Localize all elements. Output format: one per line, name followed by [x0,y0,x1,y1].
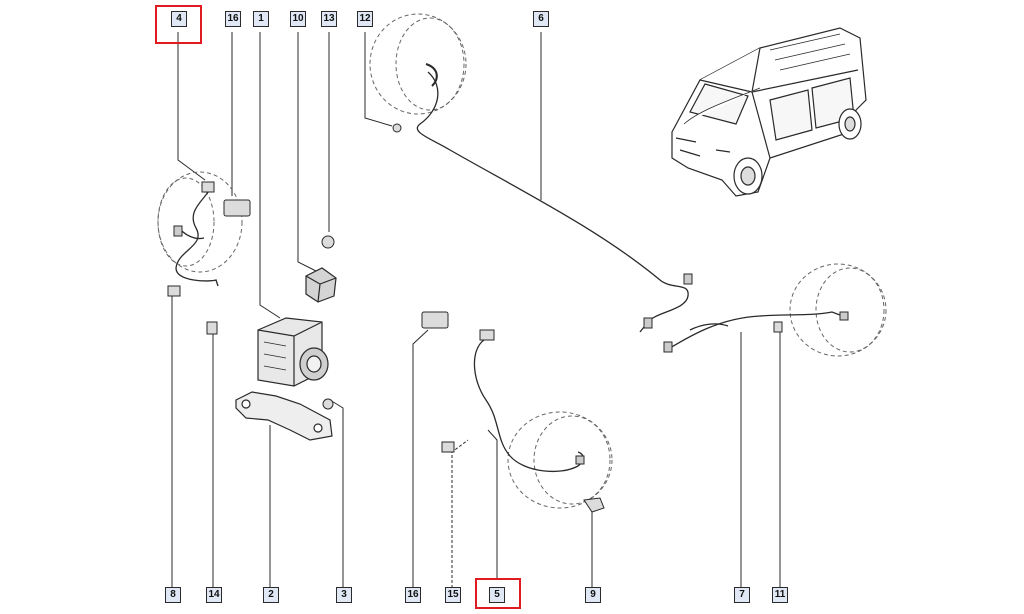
bracket-9 [583,497,605,513]
connector-4 [201,181,215,193]
bolt-12 [392,123,402,133]
callout-part-13[interactable]: 13 [321,11,337,27]
clip-8 [167,285,181,297]
callout-part-14[interactable]: 14 [206,587,222,603]
callout-part-6[interactable]: 6 [533,11,549,27]
highlight-box-part-4 [155,5,202,44]
callout-part-10[interactable]: 10 [290,11,306,27]
wheel-outlines [157,13,887,509]
callout-part-11[interactable]: 11 [772,587,788,603]
callout-part-2[interactable]: 2 [263,587,279,603]
callout-part-9[interactable]: 9 [585,587,601,603]
callout-part-15[interactable]: 15 [445,587,461,603]
callout-part-12[interactable]: 12 [357,11,373,27]
vehicle-illustration [671,27,867,197]
callout-part-3[interactable]: 3 [336,587,352,603]
callout-part-4[interactable]: 4 [171,11,187,27]
callout-part-7[interactable]: 7 [734,587,750,603]
abs-module [257,317,329,387]
relay-box-16a [223,199,251,217]
callout-part-8[interactable]: 8 [165,587,181,603]
callout-part-16-top[interactable]: 16 [225,11,241,27]
mounting-bracket [235,391,333,441]
callout-part-1[interactable]: 1 [253,11,269,27]
clip-15 [441,441,455,453]
clip-11 [773,321,783,333]
relay-box-16b [421,311,449,329]
small-parts [167,123,783,513]
callout-part-5[interactable]: 5 [489,587,505,603]
ecu-module [305,267,337,303]
sensor-heads [173,225,849,465]
screw-3 [322,398,334,410]
connector [479,329,495,341]
nut-13 [321,235,335,249]
highlight-box-part-5 [475,578,521,609]
callout-part-16-bottom[interactable]: 16 [405,587,421,603]
clip-14 [206,321,218,335]
